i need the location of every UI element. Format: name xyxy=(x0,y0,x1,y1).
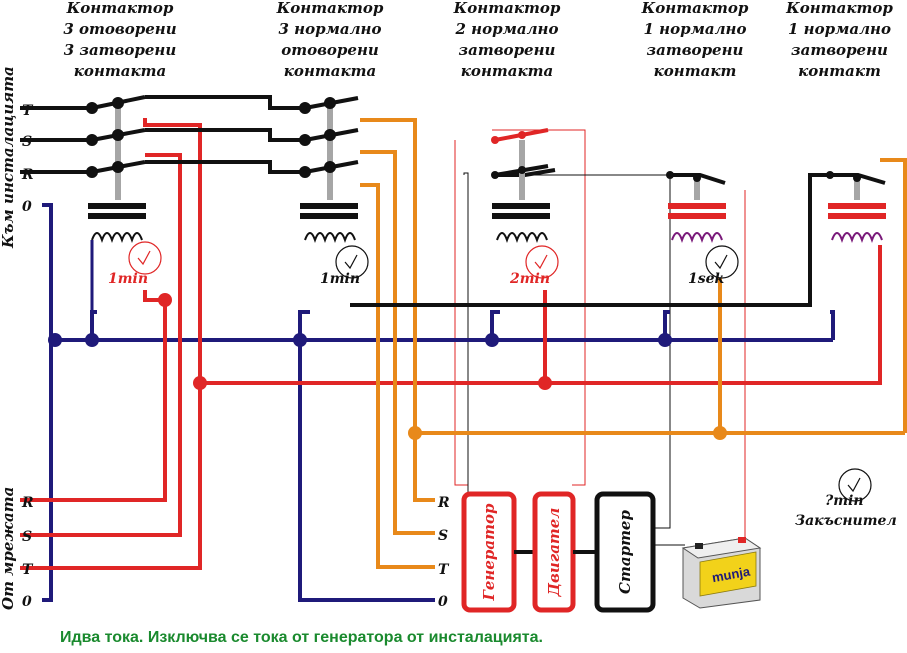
timer-3-label: 2min xyxy=(509,271,550,287)
phase-label-top: S xyxy=(22,134,32,150)
phase-label-top: T xyxy=(22,103,34,119)
timer-5-label: ?min xyxy=(825,493,864,509)
phase-label-top: R xyxy=(21,167,34,183)
junction-dot xyxy=(713,426,727,440)
phase-label-grid: 0 xyxy=(22,594,32,610)
engine-label: Двигател xyxy=(545,508,563,598)
phase-label-top: 0 xyxy=(22,199,32,215)
header-contactor-5: Контактор 1 нормално затворени контакт xyxy=(786,0,893,80)
junction-dot xyxy=(658,333,672,347)
junction-dot xyxy=(193,376,207,390)
battery-icon: munja xyxy=(681,537,762,609)
starter-box: Стартер xyxy=(594,491,656,613)
timer-2-label: 1min xyxy=(320,271,360,287)
caption-footer: Идва тока. Изключва се тока от генератор… xyxy=(60,629,543,646)
timer-4-icon xyxy=(705,245,739,279)
timer-2-icon xyxy=(335,245,369,279)
battery-brand: munja xyxy=(711,564,752,586)
engine-box: Двигател xyxy=(532,491,576,613)
generator-box: Генератор xyxy=(461,491,517,613)
orange-wiring xyxy=(360,118,907,569)
header-contactor-4: Контактор 1 нормално затворени контакт xyxy=(641,0,749,80)
junction-dot xyxy=(408,426,422,440)
timer-4-label: 1sek xyxy=(688,271,725,287)
black-wiring xyxy=(20,95,886,307)
generator-label: Генератор xyxy=(480,503,498,601)
phase-label-right: R xyxy=(437,495,450,511)
phase-label-right: T xyxy=(438,562,450,578)
contactor-2 xyxy=(299,96,359,243)
contactor-5 xyxy=(826,171,886,243)
junctions xyxy=(48,293,727,440)
phase-label-grid: T xyxy=(22,562,34,578)
junction-dot xyxy=(48,333,62,347)
contactor-3 xyxy=(491,128,550,243)
header-contactor-1: Контактор 3 отоворени 3 затворени контак… xyxy=(63,0,177,80)
contactor-1 xyxy=(86,95,146,312)
phase-label-right: 0 xyxy=(438,594,448,610)
junction-dot xyxy=(485,333,499,347)
timer-1-icon xyxy=(128,241,162,275)
contactor-4 xyxy=(666,171,726,243)
timer-3-icon xyxy=(525,245,559,279)
junction-dot xyxy=(538,376,552,390)
timer-5-icon xyxy=(838,468,872,502)
red-wiring xyxy=(20,118,882,570)
side-label-installation: Към инсталацията xyxy=(0,66,17,249)
phase-label-right: S xyxy=(438,528,448,544)
phase-label-grid: S xyxy=(22,529,32,545)
header-contactor-2: Контактор 3 нормално отоворени контакта xyxy=(276,0,384,80)
timer-1-label: 1min xyxy=(108,271,148,287)
junction-dot xyxy=(85,333,99,347)
side-label-grid: От мрежата xyxy=(0,487,17,610)
delay-caption: Закъснител xyxy=(795,513,897,529)
header-contactor-3: Контактор 2 нормално затворени контакта xyxy=(453,0,561,80)
junction-dot xyxy=(293,333,307,347)
phase-label-grid: R xyxy=(21,495,34,511)
junction-dot xyxy=(158,293,172,307)
starter-label: Стартер xyxy=(616,510,634,594)
